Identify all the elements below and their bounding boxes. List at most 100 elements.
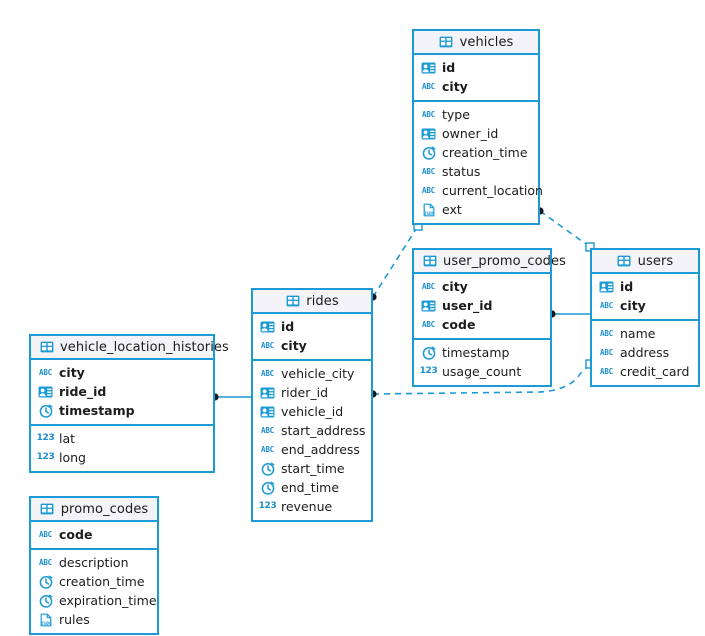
column-row[interactable]: creation_time: [31, 572, 157, 591]
column-name: city: [620, 298, 646, 313]
column-name: owner_id: [442, 126, 499, 141]
column-name: city: [59, 365, 85, 380]
column-name: user_id: [442, 298, 493, 313]
column-row[interactable]: end_time: [253, 478, 371, 497]
column-name: city: [442, 79, 468, 94]
pk-column-row[interactable]: ABC city: [414, 77, 538, 96]
column-name: city: [442, 279, 468, 294]
column-name: revenue: [281, 499, 333, 514]
relationship-rel-vlh-rides[interactable]: [211, 393, 251, 401]
column-row[interactable]: expiration_time: [31, 591, 157, 610]
column-name: vehicle_city: [281, 366, 355, 381]
table-header[interactable]: vehicles: [414, 31, 538, 55]
column-name: rules: [59, 612, 90, 627]
clock-icon: [38, 404, 53, 418]
column-row[interactable]: ABC start_address: [253, 421, 371, 440]
123-icon: 123: [419, 366, 438, 376]
column-row[interactable]: rider_id: [253, 383, 371, 402]
abc-icon: ABC: [422, 319, 435, 329]
relationship-rel-upc-users[interactable]: [548, 310, 590, 318]
table-icon: [285, 294, 300, 308]
relationship-rel-vehicles-users[interactable]: [536, 207, 595, 252]
abc-icon: ABC: [39, 529, 52, 539]
abc-icon: ABC: [600, 300, 613, 310]
table-header[interactable]: vehicle_location_histories: [31, 336, 229, 360]
pk-column-row[interactable]: id: [592, 277, 698, 296]
pk-column-row[interactable]: id: [253, 317, 371, 336]
pk-column-row[interactable]: user_id: [414, 296, 550, 315]
column-row[interactable]: owner_id: [414, 124, 538, 143]
column-name: long: [59, 450, 86, 465]
pk-column-row[interactable]: ride_id: [31, 382, 213, 401]
table-name: rides: [306, 293, 339, 309]
table-header[interactable]: user_promo_codes: [414, 250, 566, 274]
column-row[interactable]: creation_time: [414, 143, 538, 162]
column-name: code: [442, 317, 476, 332]
pk-column-row[interactable]: timestamp: [31, 401, 213, 420]
table-header[interactable]: rides: [253, 290, 371, 314]
pk-column-row[interactable]: id: [414, 58, 538, 77]
pk-column-row[interactable]: ABC city: [592, 296, 698, 315]
abc-icon: ABC: [261, 340, 274, 350]
column-name: start_address: [281, 423, 366, 438]
id-card-icon: [421, 61, 436, 75]
column-row[interactable]: start_time: [253, 459, 371, 478]
column-name: vehicle_id: [281, 404, 344, 419]
pk-column-row[interactable]: ABC code: [414, 315, 550, 334]
clock-icon: [260, 462, 275, 476]
column-name: credit_card: [620, 364, 690, 379]
column-name: timestamp: [59, 403, 135, 418]
abc-icon: ABC: [261, 425, 274, 435]
relationship-line: [539, 210, 591, 248]
table-header[interactable]: promo_codes: [31, 498, 157, 522]
id-card-icon: [260, 386, 275, 400]
column-name: rider_id: [281, 385, 329, 400]
column-name: creation_time: [59, 574, 145, 589]
table-header[interactable]: users: [592, 250, 698, 274]
column-name: ride_id: [59, 384, 107, 399]
svg-text:JSON: JSON: [423, 211, 434, 216]
column-name: city: [281, 338, 307, 353]
abc-icon: ABC: [422, 81, 435, 91]
column-row[interactable]: timestamp: [414, 343, 550, 362]
column-name: current_location: [442, 183, 543, 198]
123-icon: 123: [36, 433, 55, 443]
column-name: id: [442, 60, 456, 75]
id-card-icon: [421, 127, 436, 141]
column-name: creation_time: [442, 145, 528, 160]
column-name: type: [442, 107, 470, 122]
id-card-icon: [599, 280, 614, 294]
column-row[interactable]: vehicle_id: [253, 402, 371, 421]
table-name: vehicles: [459, 34, 514, 50]
pk-column-row[interactable]: ABC city: [253, 336, 371, 355]
